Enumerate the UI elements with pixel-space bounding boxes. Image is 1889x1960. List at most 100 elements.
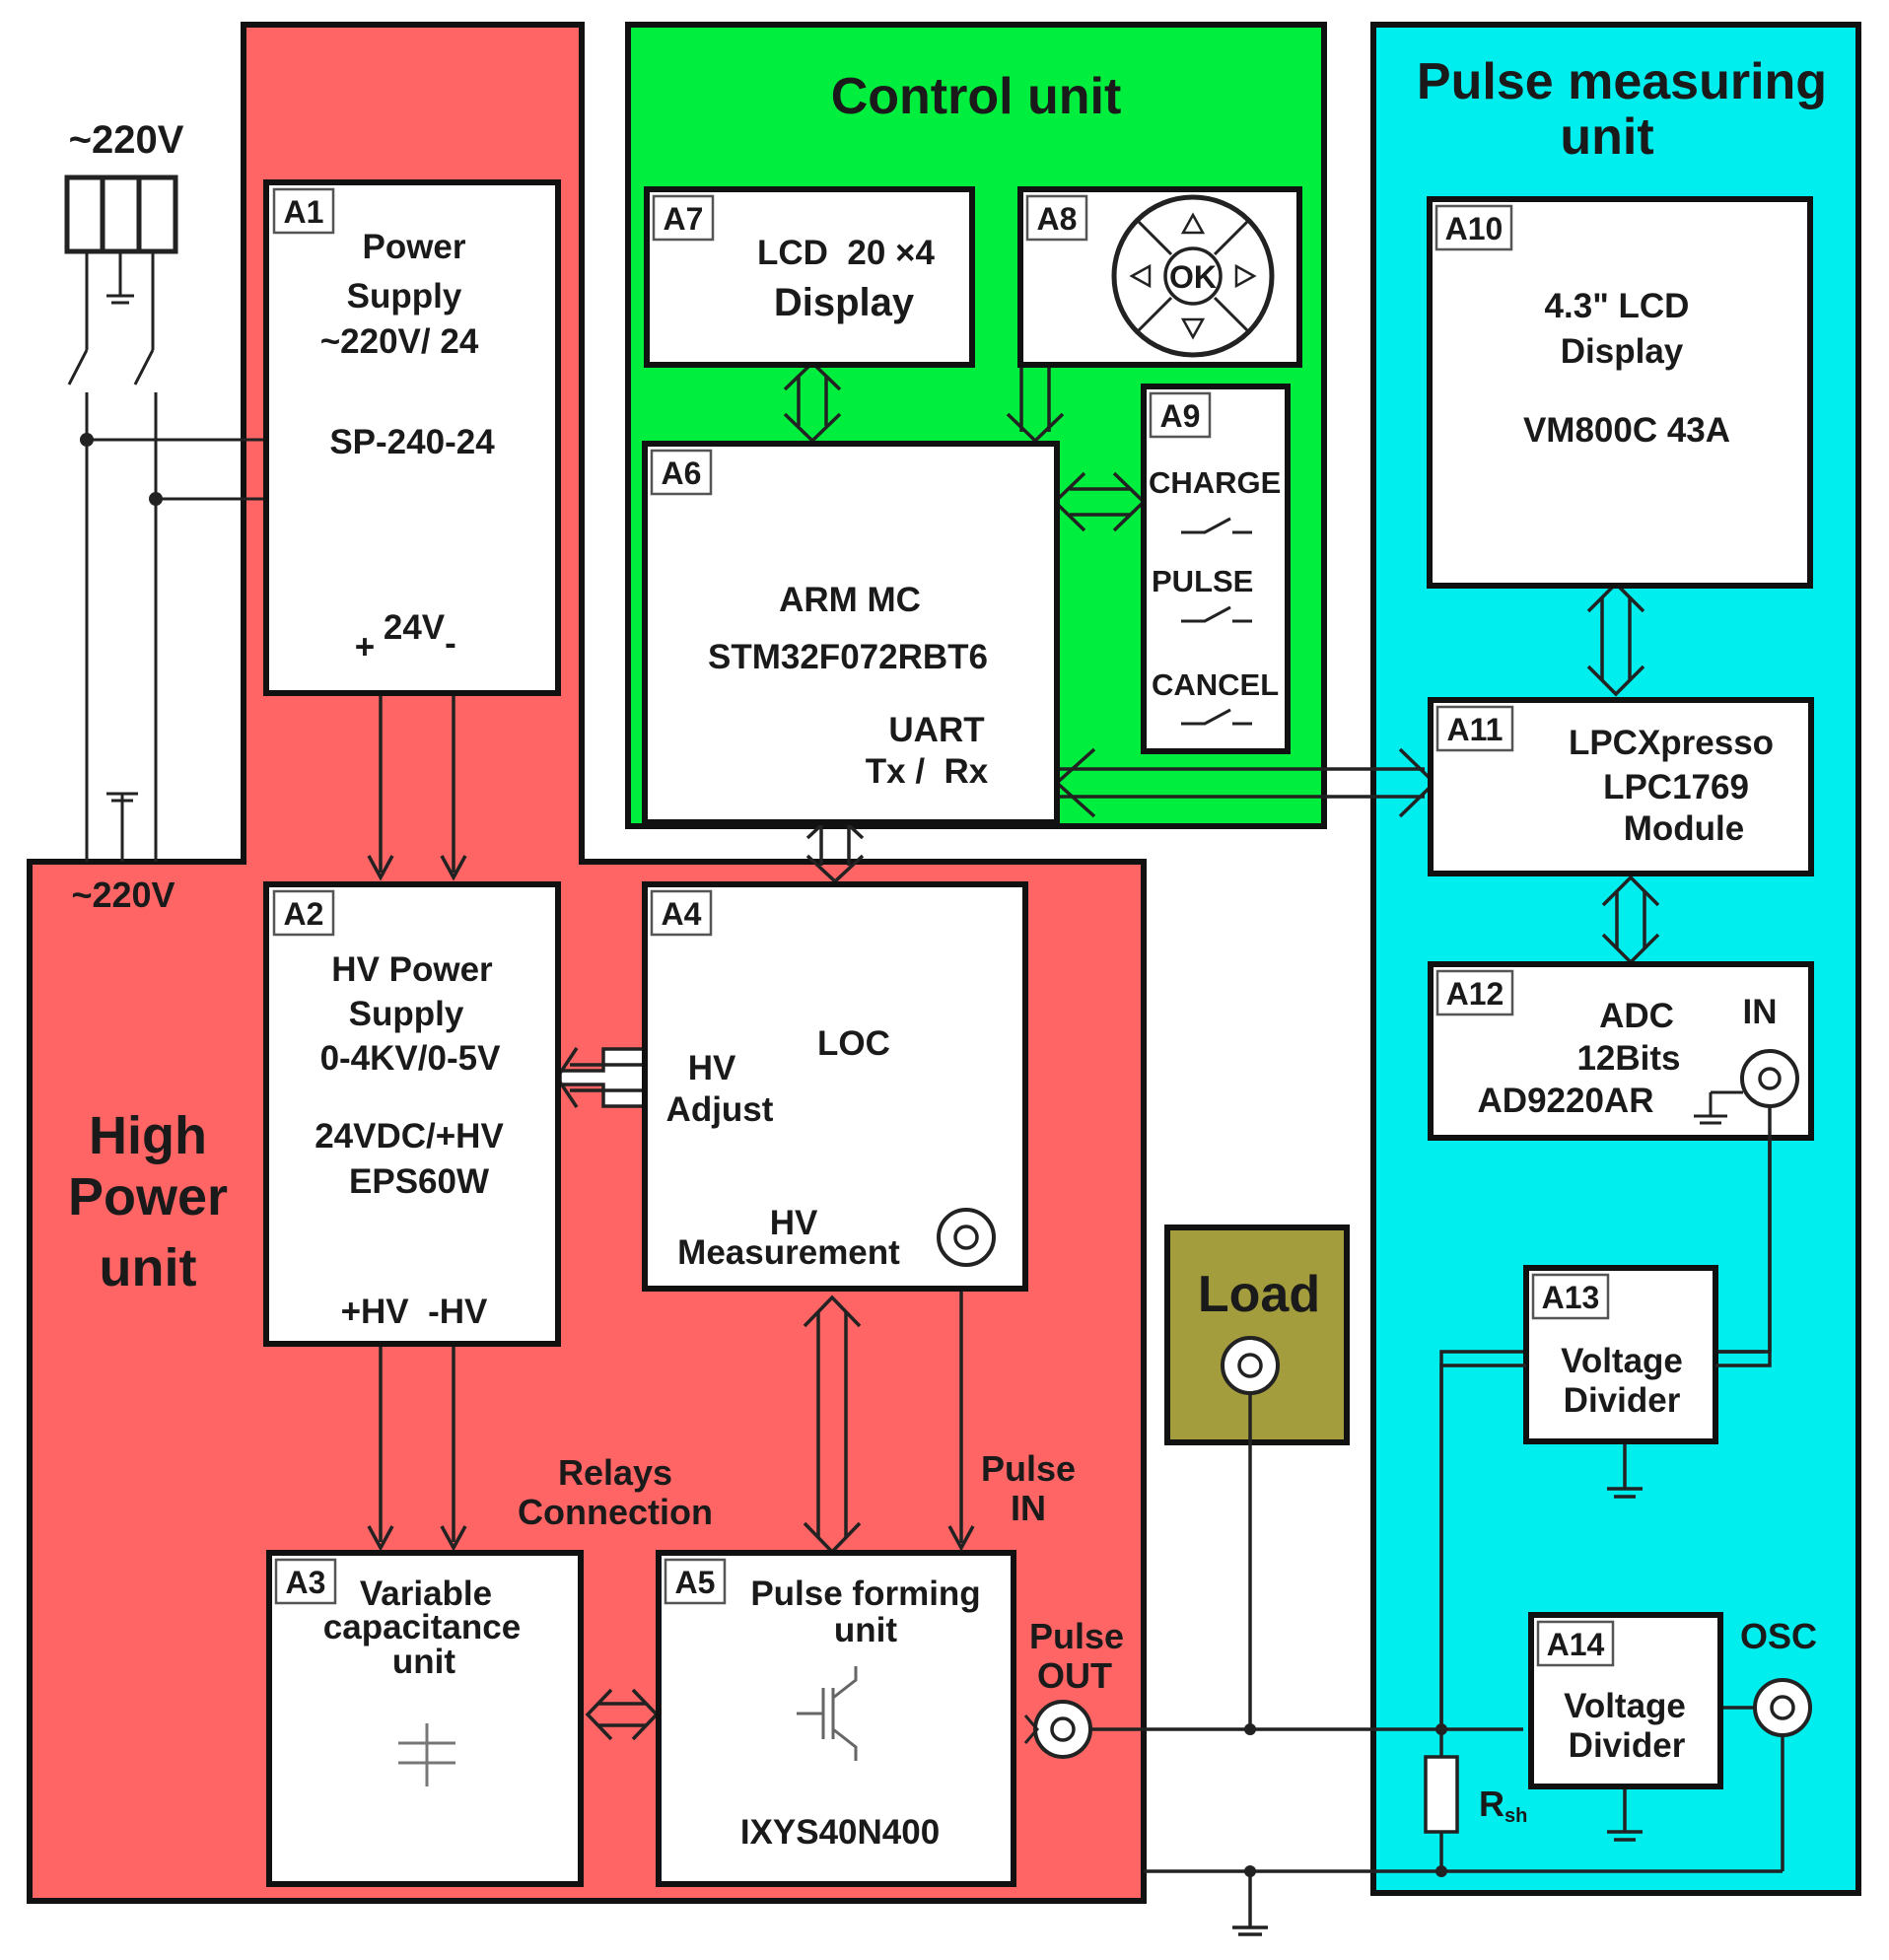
block-a10-lcd-display: A10 4.3" LCD Display VM800C 43A xyxy=(1427,196,1813,589)
control-unit-title: Control unit xyxy=(831,68,1122,125)
a10-line3: VM800C 43A xyxy=(1523,411,1730,450)
a2-to-a3-arrows xyxy=(367,1347,467,1552)
a6-tag: A6 xyxy=(662,455,702,491)
a4-tag: A4 xyxy=(662,896,702,932)
block-a9-buttons: A9 CHARGE PULSE CANCEL xyxy=(1141,384,1291,754)
a14-tag: A14 xyxy=(1547,1627,1605,1662)
block-a12-adc: A12 ADC 12Bits AD9220AR IN xyxy=(1428,961,1814,1141)
a4-loc-label: LOC xyxy=(817,1024,890,1063)
a12-coax-connector-icon xyxy=(1740,1049,1799,1108)
a12-line1: ADC xyxy=(1599,997,1674,1035)
block-a13-voltage-divider: A13 Voltage Divider xyxy=(1523,1265,1718,1444)
a2-line2: Supply xyxy=(349,995,464,1033)
a4-measurement-label: Measurement xyxy=(677,1233,900,1272)
a9-tag: A9 xyxy=(1160,398,1201,434)
a4-hv-label: HV xyxy=(688,1049,736,1087)
a12-to-a13-wire xyxy=(1715,1106,1772,1367)
a2-line5: EPS60W xyxy=(349,1162,489,1201)
mains-plug-icon xyxy=(64,175,266,862)
a13-tag: A13 xyxy=(1542,1280,1600,1315)
a2-line6: +HV -HV xyxy=(341,1293,488,1331)
a12-tag: A12 xyxy=(1446,976,1504,1012)
a9-charge-label: CHARGE xyxy=(1149,465,1281,500)
pulse-out-connector-icon xyxy=(1023,1700,1092,1759)
rsh-subscript: sh xyxy=(1504,1805,1527,1827)
a7-a6-bidirectional-arrow xyxy=(783,360,842,444)
a10-tag: A10 xyxy=(1445,211,1504,246)
block-a1-power-supply: A1 Power Supply ~220V/ 24 SP-240-24 + 24… xyxy=(263,179,561,696)
pulse-measuring-title-line2: unit xyxy=(1560,108,1653,166)
a3-line2: capacitance xyxy=(323,1608,521,1646)
a6-line1: ARM MC xyxy=(779,581,921,619)
a14-ground-icon xyxy=(1607,1786,1643,1842)
block-a2-hv-power-supply: A2 HV Power Supply 0-4KV/0-5V 24VDC/+HV … xyxy=(263,881,561,1347)
coax-connector-icon xyxy=(937,1208,996,1267)
pulse-out-label-line1: Pulse xyxy=(1029,1616,1124,1656)
a10-line1: 4.3" LCD xyxy=(1545,287,1690,325)
pulse-in-wire xyxy=(947,1264,975,1552)
a1-line4: SP-240-24 xyxy=(329,423,495,461)
a5-line2: unit xyxy=(834,1611,897,1649)
dpad-keypad-icon: OK xyxy=(1111,194,1275,358)
a5-line1: Pulse forming xyxy=(750,1575,980,1613)
a9-cancel-label: CANCEL xyxy=(1152,667,1279,702)
a8-tag: A8 xyxy=(1037,201,1078,237)
a7-line2: Display xyxy=(774,281,915,324)
a2-line3: 0-4KV/0-5V xyxy=(320,1039,502,1078)
a6-line2: STM32F072RBT6 xyxy=(708,638,988,676)
block-a6-arm-mc: A6 ARM MC STM32F072RBT6 UART Tx / Rx xyxy=(642,441,1060,825)
high-power-title-line2: Power xyxy=(68,1167,228,1226)
a8-ok-label: OK xyxy=(1169,259,1217,295)
a1-to-a2-arrows xyxy=(367,696,467,881)
high-power-title-line3: unit xyxy=(100,1238,197,1297)
a12-line2: 12Bits xyxy=(1576,1039,1680,1078)
switch-icon xyxy=(1181,517,1252,726)
a1-terminal-voltage: 24V xyxy=(384,608,446,647)
a12-ground-icon xyxy=(1694,1090,1743,1125)
pulse-in-label-line1: Pulse xyxy=(981,1448,1076,1489)
a2-line1: HV Power xyxy=(331,950,493,989)
a11-line3: Module xyxy=(1624,809,1744,848)
a1-line3: ~220V/ 24 xyxy=(320,322,479,361)
block-a14-voltage-divider: A14 Voltage Divider xyxy=(1528,1612,1723,1789)
a13-line2: Divider xyxy=(1564,1381,1681,1420)
a1-terminal-minus: - xyxy=(445,624,456,663)
load-region xyxy=(1164,1225,1350,1445)
a3-line1: Variable xyxy=(360,1575,492,1613)
a3-line3: unit xyxy=(392,1643,455,1681)
osc-label: OSC xyxy=(1740,1616,1817,1656)
a7-tag: A7 xyxy=(664,201,704,237)
block-a8-keypad: A8 OK xyxy=(1017,186,1302,368)
block-a5-pulse-forming: A5 Pulse forming unit IXYS40N400 xyxy=(656,1550,1016,1887)
high-power-title-line1: High xyxy=(89,1106,207,1165)
capacitor-icon xyxy=(398,1723,455,1786)
mains-voltage-label: ~220V xyxy=(69,118,184,162)
pulse-out-label-line2: OUT xyxy=(1037,1655,1112,1696)
a6-line4: Tx / Rx xyxy=(866,752,989,791)
osc-connector-icon xyxy=(1753,1678,1812,1737)
a13-ground-icon xyxy=(1607,1441,1643,1499)
a11-tag: A11 xyxy=(1447,712,1504,747)
block-a11-lpcxpresso: A11 LPCXpresso LPC1769 Module xyxy=(1428,697,1814,876)
a11-line1: LPCXpresso xyxy=(1569,724,1774,762)
a13-line1: Voltage xyxy=(1561,1342,1683,1380)
a14-line1: Voltage xyxy=(1564,1687,1686,1725)
a4-adjust-label: Adjust xyxy=(666,1090,774,1129)
block-a4-loc: A4 LOC HV Adjust HV Measurement xyxy=(642,881,1028,1292)
a5-tag: A5 xyxy=(675,1565,716,1600)
a1-line1: Power xyxy=(362,228,465,266)
load-title: Load xyxy=(1198,1266,1320,1323)
a6-line3: UART xyxy=(888,711,984,749)
block-a7-lcd-display: A7 LCD 20 ×4 Display xyxy=(644,186,975,368)
a12-in-label: IN xyxy=(1743,993,1778,1031)
a13-input-wire xyxy=(1439,1364,1526,1729)
block-a3-variable-capacitance: A3 Variable capacitance unit xyxy=(266,1550,584,1887)
a3-tag: A3 xyxy=(286,1565,326,1600)
shunt-resistor-icon xyxy=(1424,1755,1459,1834)
igbt-transistor-icon xyxy=(797,1666,858,1761)
a2-line4: 24VDC/+HV xyxy=(315,1117,504,1155)
a7-line1: LCD 20 ×4 xyxy=(757,234,935,272)
rsh-label: Rsh xyxy=(1479,1784,1527,1827)
a4-hv-measure-label: HV xyxy=(770,1204,818,1242)
